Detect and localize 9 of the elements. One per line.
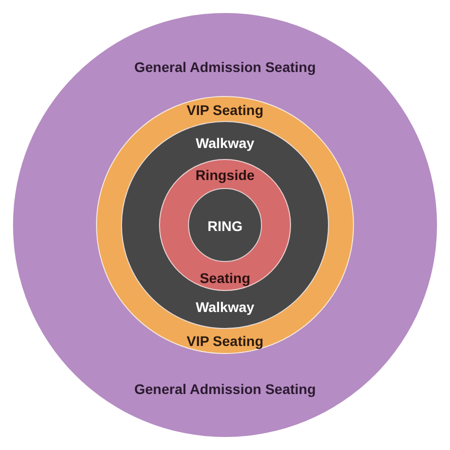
section-label: Seating xyxy=(200,270,250,286)
section-label: RING xyxy=(208,218,242,234)
section-label: VIP Seating xyxy=(186,333,264,349)
section-label: Walkway xyxy=(196,299,254,315)
section-label: Walkway xyxy=(196,135,254,151)
section-label: General Admission Seating xyxy=(134,381,316,397)
section-label: Ringside xyxy=(195,167,255,183)
section-label: General Admission Seating xyxy=(134,59,316,75)
section-label: VIP Seating xyxy=(186,102,264,118)
